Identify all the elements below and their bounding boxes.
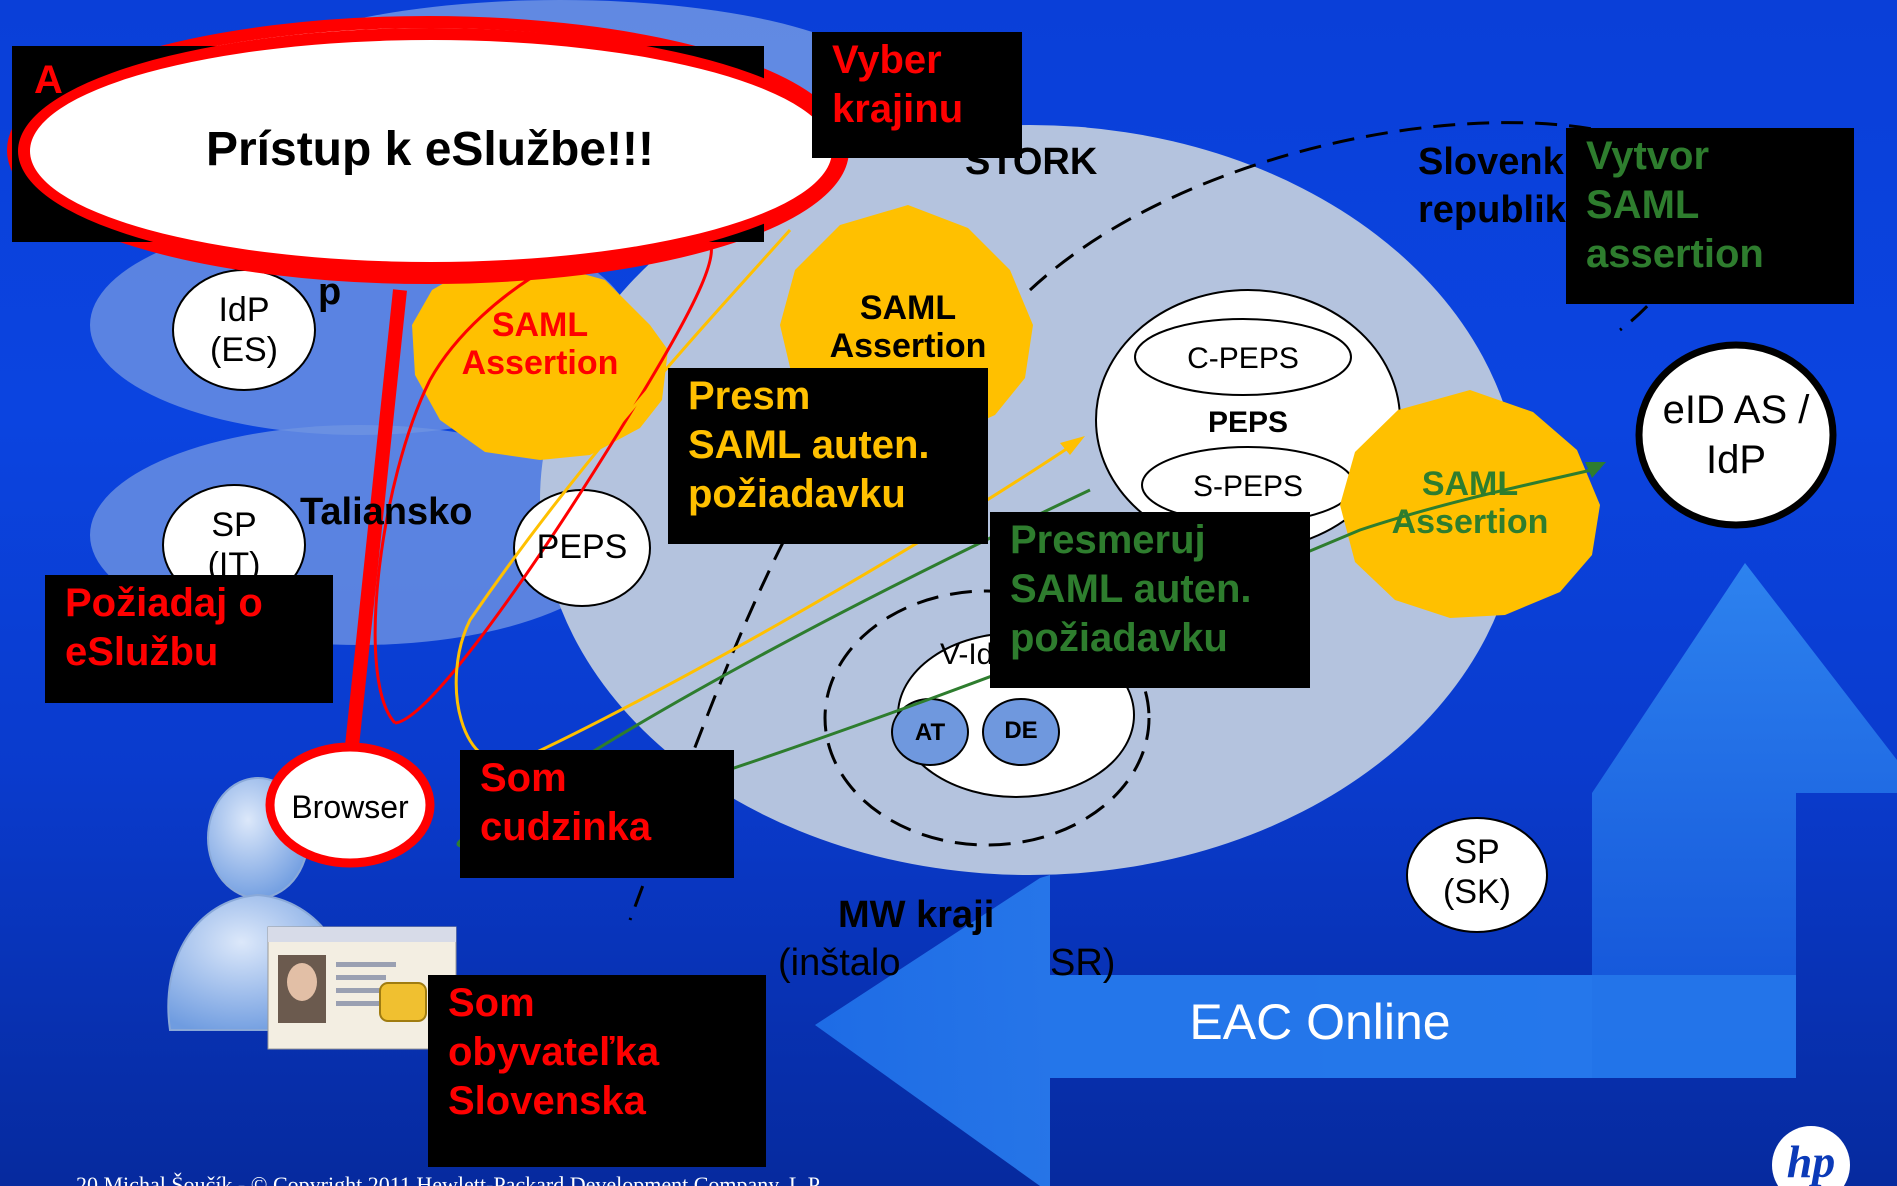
callout-poziadaj: Požiadaj o eSlužbu (45, 575, 333, 703)
eac-band (1050, 975, 1796, 1078)
spain-partial-label: p (318, 271, 342, 313)
mw-label-line2-end: SR) (1050, 942, 1116, 984)
at-label: AT (914, 719, 946, 746)
s-peps-label: S-PEPS (1192, 470, 1304, 503)
bubble-text: Prístup k eSlužbe!!! (205, 123, 655, 176)
green-arrowhead (1585, 462, 1606, 478)
de-ellipse (982, 698, 1060, 766)
browser-ellipse[interactable] (265, 742, 435, 868)
mw-label-line2: (inštalo (778, 942, 901, 984)
mw-dashed-ellipse (823, 589, 1151, 847)
peps-it-label: PEPS (536, 528, 628, 566)
sp-sk-ellipse (1406, 817, 1548, 933)
de-label: DE (1004, 717, 1038, 744)
saml-badge-green (1340, 390, 1600, 618)
callout-vytvor-saml: Vytvor SAML assertion (1566, 128, 1854, 304)
bubble-tail (343, 289, 407, 766)
eid-as-ellipse (1635, 341, 1837, 529)
callout-presmeruj-green: Presmeruj SAML auten. požiadavku (990, 512, 1310, 688)
sp-it-label: SP (IT) (207, 506, 261, 584)
eac-up-arrow (1592, 563, 1897, 1078)
saml-badge-red-text: SAML Assertion (461, 306, 619, 382)
mw-label-line1: MW kraji (838, 894, 995, 936)
slovak-label-line2: republik (1418, 189, 1566, 231)
hp-logo-icon: hp (1772, 1126, 1850, 1186)
peps-main-label: PEPS (1207, 406, 1289, 439)
slovak-label-line1: Slovenk (1418, 141, 1564, 183)
saml-badge-green-text: SAML Assertion (1391, 465, 1549, 541)
callout-presmeruj-yellow: Presm SAML auten. požiadavku (668, 368, 988, 544)
partial-letter: A (34, 58, 63, 102)
browser-label[interactable]: Browser (291, 789, 409, 825)
callout-som-obyvatelka: Som obyvateľka Slovenska (428, 975, 766, 1167)
italy-label: Taliansko (300, 491, 473, 533)
c-peps-label: C-PEPS (1187, 342, 1299, 375)
id-card (267, 926, 457, 1050)
callout-vyber-krajinu: Vyber krajinu (812, 32, 1022, 158)
yellow-flow-line (454, 228, 1081, 764)
c-peps-ellipse (1134, 318, 1352, 396)
yellow-arrowhead (1060, 436, 1085, 455)
saml-badge-black-text: SAML Assertion (829, 289, 987, 365)
v-id-label: V-Id (940, 638, 994, 671)
idp-es-label: IdP (ES) (210, 291, 278, 369)
saml-badge-red (412, 262, 668, 460)
sp-sk-label: SP (SK) (1443, 833, 1511, 911)
eac-online-label: EAC Online (1189, 994, 1451, 1050)
eid-as-label: eID AS / IdP (1662, 388, 1810, 482)
footer-text: 20 Michal Šoučík - © Copyright 2011 Hewl… (76, 1172, 824, 1186)
callout-som-cudzinka: Som cudzinka (460, 750, 734, 878)
